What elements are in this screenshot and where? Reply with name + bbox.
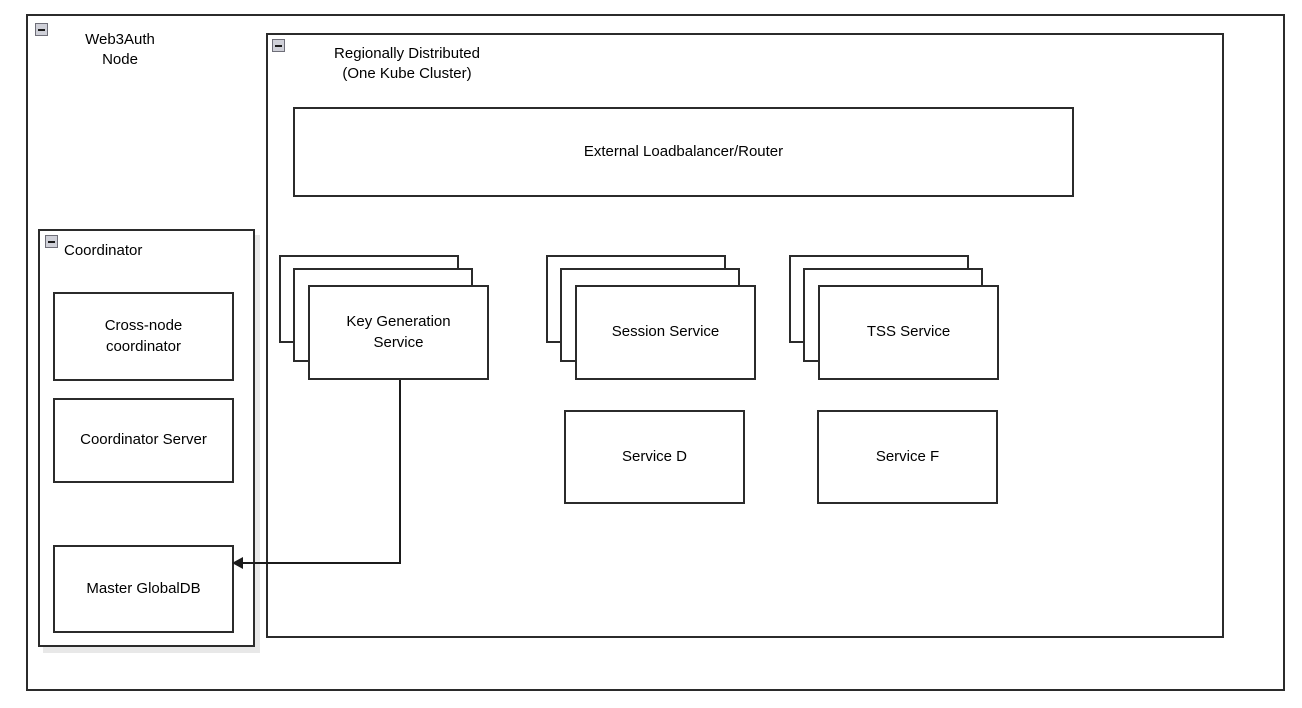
keygen-to-globaldb-connector-horizontal xyxy=(243,562,401,564)
service-d-box[interactable]: Service D xyxy=(564,410,745,504)
service-f-box[interactable]: Service F xyxy=(817,410,998,504)
regionally-distributed-title: Regionally Distributed (One Kube Cluster… xyxy=(334,45,480,83)
keygen-to-globaldb-arrow-head xyxy=(232,557,243,569)
external-loadbalancer-router-box[interactable]: External Loadbalancer/Router xyxy=(293,107,1074,197)
web3auth-node-title: Web3Auth Node xyxy=(85,31,155,69)
coordinator-title: Coordinator xyxy=(64,242,143,259)
tss-service-stack[interactable]: TSS Service xyxy=(818,285,999,380)
regionally-distributed-collapse-icon[interactable] xyxy=(272,39,285,52)
keygen-to-globaldb-connector-vertical xyxy=(399,380,401,564)
coordinator-collapse-icon[interactable] xyxy=(45,235,58,248)
key-generation-service-stack[interactable]: Key Generation Service xyxy=(308,285,489,380)
coordinator-server-box[interactable]: Coordinator Server xyxy=(53,398,234,483)
session-service-stack[interactable]: Session Service xyxy=(575,285,756,380)
master-globaldb-box[interactable]: Master GlobalDB xyxy=(53,545,234,633)
cross-node-coordinator-box[interactable]: Cross-node coordinator xyxy=(53,292,234,381)
web3auth-node-collapse-icon[interactable] xyxy=(35,23,48,36)
